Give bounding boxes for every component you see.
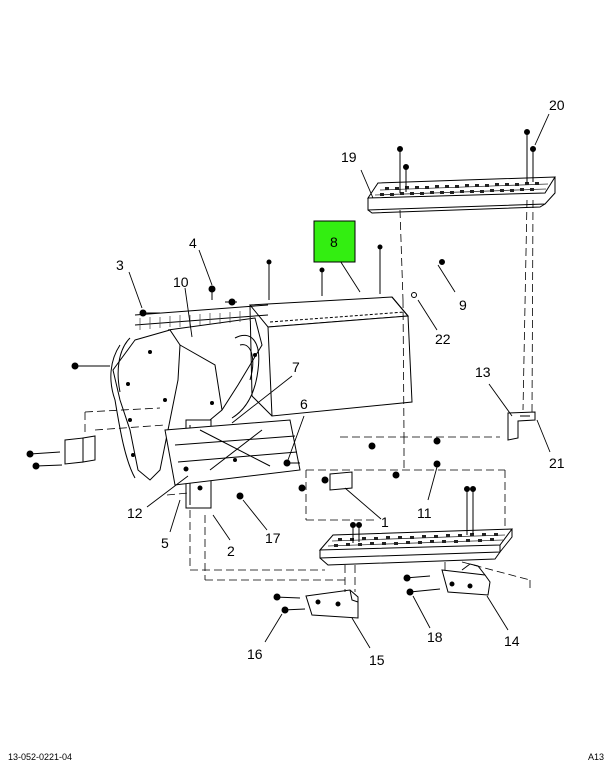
callout-20: 20 <box>549 97 565 113</box>
highlight-box <box>313 220 356 263</box>
callout-13: 13 <box>475 364 491 380</box>
callout-7: 7 <box>292 359 300 375</box>
dashed-guides <box>84 199 534 592</box>
callout-15: 15 <box>369 652 385 668</box>
bracket-15 <box>273 589 359 619</box>
callout-14: 14 <box>504 633 520 649</box>
callout-3: 3 <box>116 257 124 273</box>
callout-8: 8 <box>330 234 338 250</box>
callout-16: 16 <box>247 646 263 662</box>
callout-11: 11 <box>417 505 432 521</box>
callout-2: 2 <box>227 543 235 559</box>
bracket-14 <box>403 563 491 596</box>
callout-5: 5 <box>161 535 169 551</box>
callout-10: 10 <box>173 274 189 290</box>
footer-right-code: A13 <box>587 752 604 762</box>
loose-bolts <box>26 259 445 500</box>
leader-lines <box>128 113 551 649</box>
callout-12: 12 <box>127 505 143 521</box>
callout-4: 4 <box>189 235 197 251</box>
bracket-13 <box>507 411 536 441</box>
callout-18: 18 <box>427 629 443 645</box>
footer-left-code: 13-052-0221-04 <box>8 752 73 762</box>
callout-9: 9 <box>459 297 467 313</box>
callout-17: 17 <box>265 530 281 546</box>
callout-21: 21 <box>549 455 565 471</box>
lower-step <box>318 486 514 566</box>
callout-22: 22 <box>435 331 451 347</box>
callout-6: 6 <box>300 396 308 412</box>
callout-labels: 1 2 3 4 5 6 7 8 9 10 11 12 13 14 15 16 1… <box>116 97 565 668</box>
upper-step <box>367 129 556 214</box>
left-bracket-assembly <box>64 304 353 509</box>
callout-1: 1 <box>381 514 389 530</box>
callout-19: 19 <box>341 149 357 165</box>
